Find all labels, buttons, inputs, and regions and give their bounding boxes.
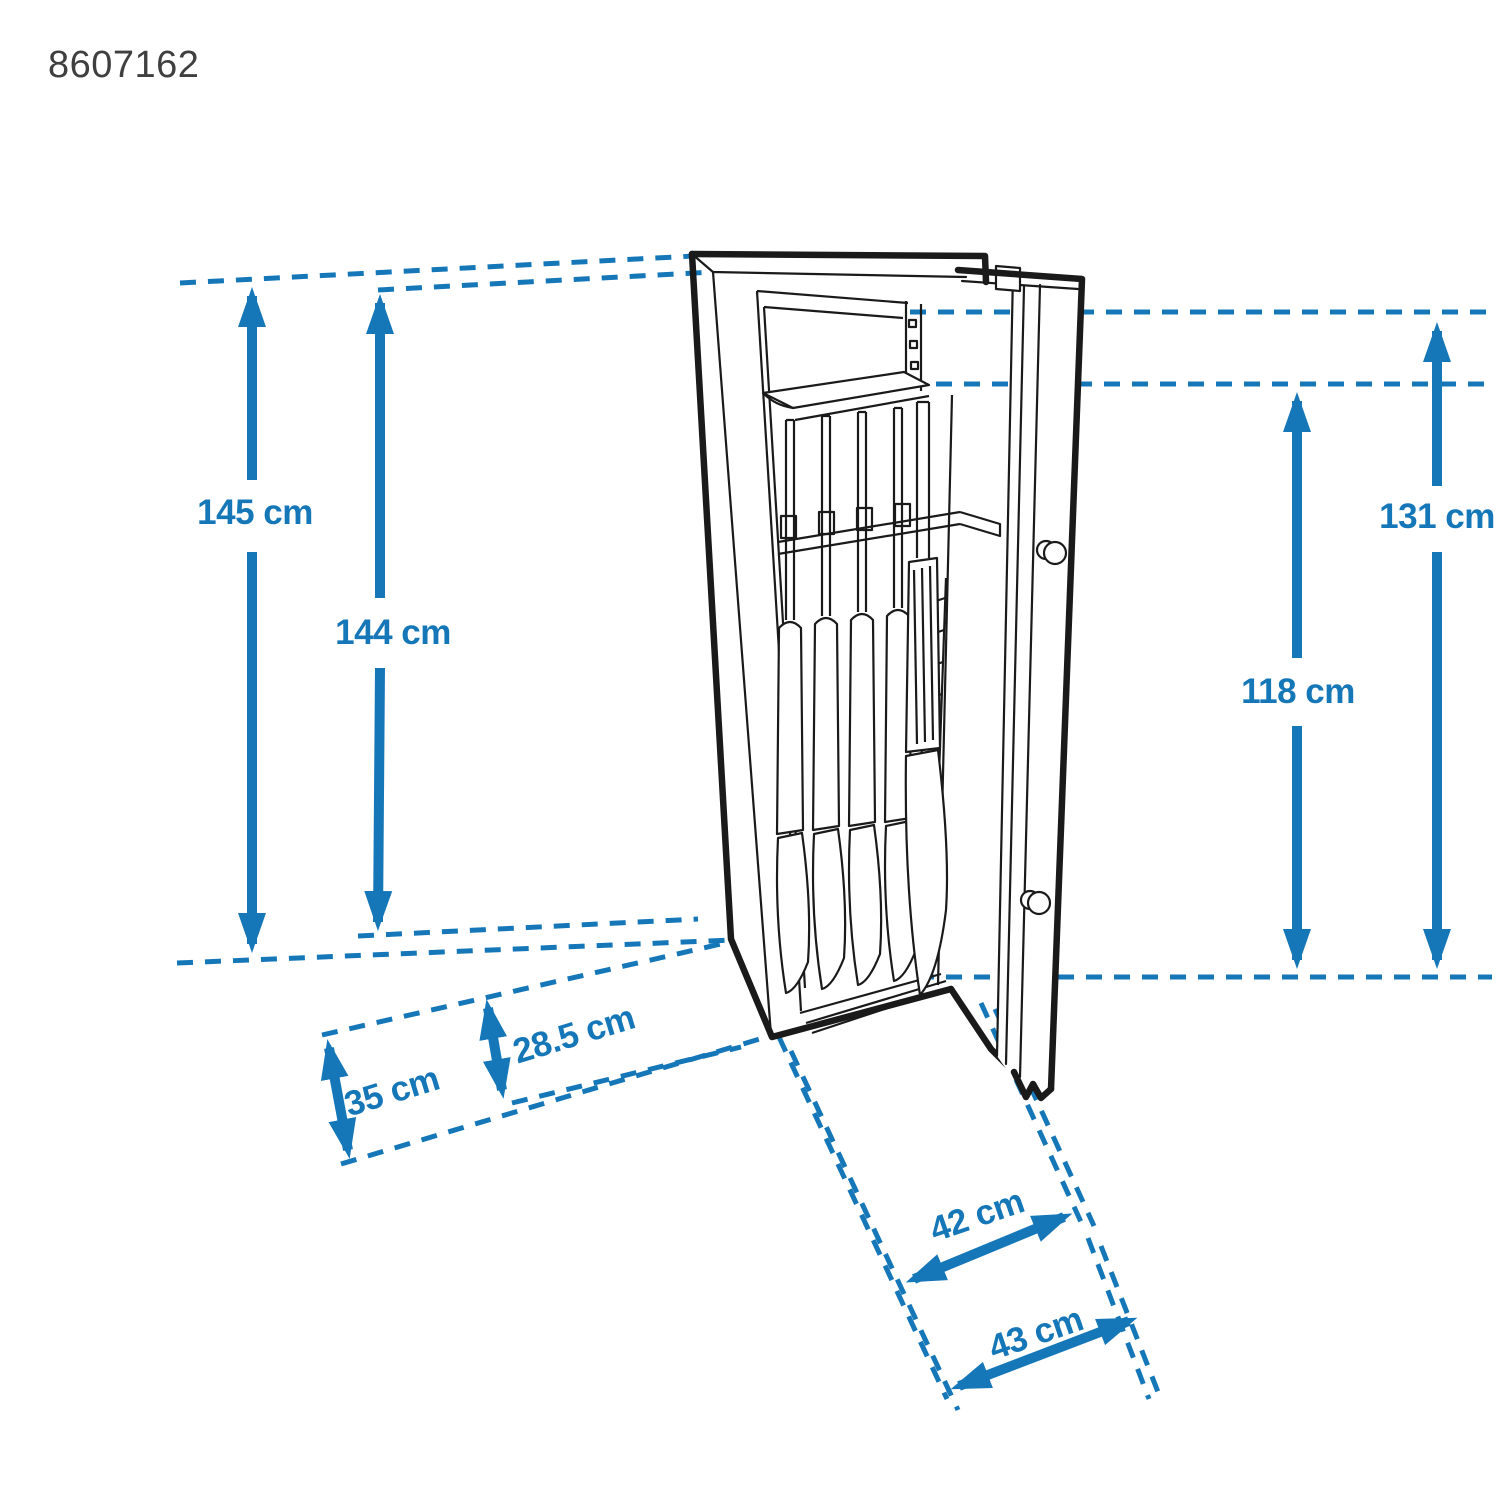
shotgun [904,400,949,997]
rifle [847,410,883,987]
dimension-arrows [238,286,1451,1391]
safe-door [954,264,1086,1102]
rifle [811,414,847,991]
dim-label-door-height: 131 cm [1379,497,1495,536]
product-code: 8607162 [48,44,200,86]
rifle [775,418,811,995]
safe-body [688,250,1018,1076]
rifles [775,400,949,997]
dim-label-overall-height: 145 cm [197,493,313,532]
dim-label-interior-height-left: 144 cm [335,613,451,652]
dim-label-shelf-height: 118 cm [1241,672,1355,711]
